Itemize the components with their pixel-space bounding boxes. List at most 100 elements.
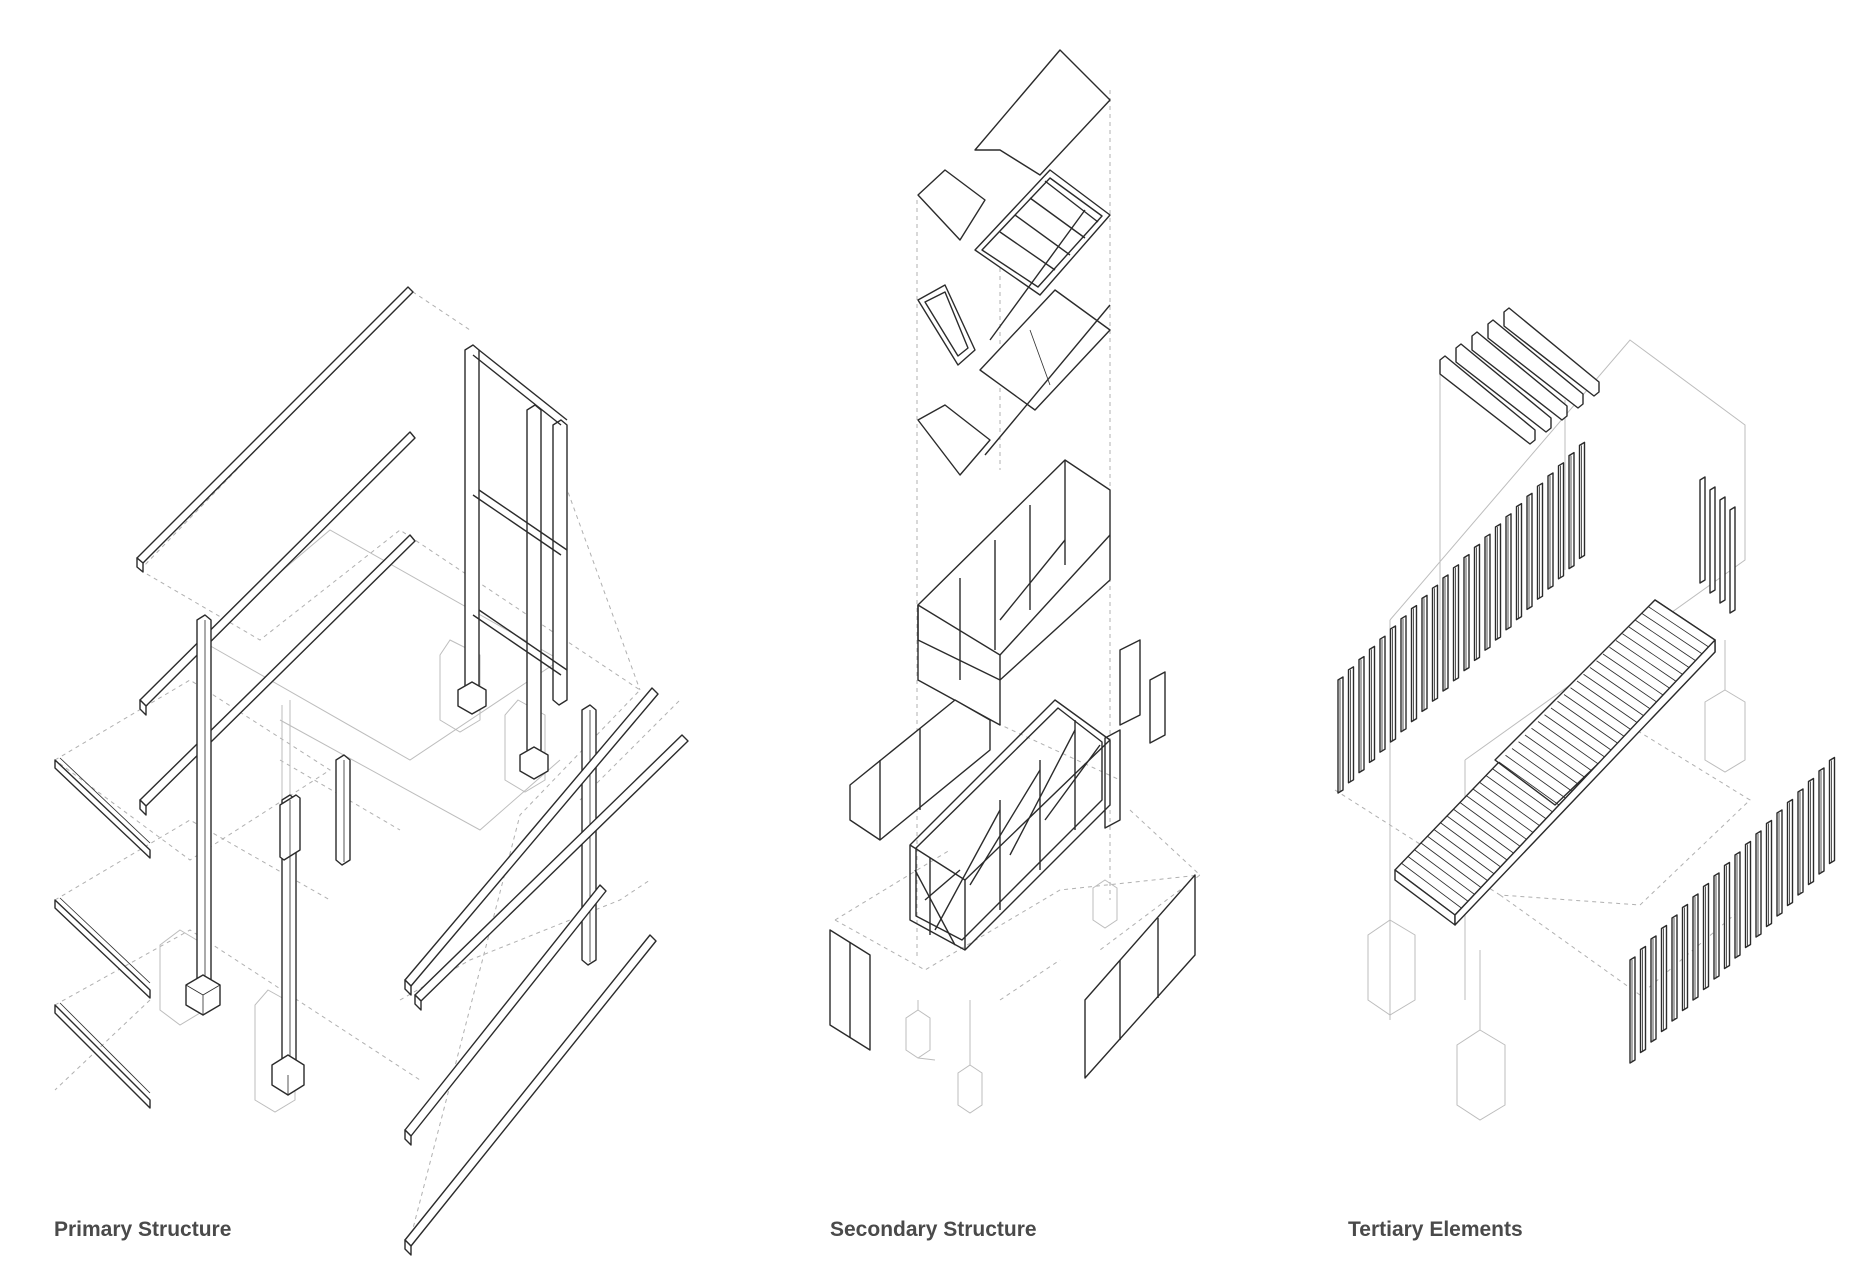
decking-board (1420, 842, 1482, 888)
louver-fin (1765, 819, 1773, 928)
louver-fin (1473, 543, 1481, 662)
upper-slat-group (1439, 307, 1600, 445)
louver-fin (1723, 861, 1731, 970)
decking-board (1505, 754, 1566, 799)
louver-fin (1650, 935, 1657, 1043)
decking-board (1615, 640, 1677, 682)
louver-fin (1452, 564, 1460, 682)
louver-fin (1755, 830, 1762, 938)
louver-fin (1702, 882, 1710, 991)
decking-board (1602, 653, 1664, 696)
decking-board (1492, 768, 1553, 813)
decking-board (1570, 687, 1631, 730)
upper-beam (136, 286, 414, 573)
decking-board (1596, 660, 1657, 703)
decking-board (1466, 795, 1527, 840)
upper-slat (1487, 319, 1584, 409)
lower-beam (139, 534, 416, 816)
louver-fin (1818, 767, 1825, 875)
tertiary-elements-caption: Tertiary Elements (1348, 1218, 1523, 1241)
louver-fin (1776, 809, 1783, 917)
decking-board (1635, 619, 1696, 661)
roof-frame (917, 169, 1111, 366)
decking-board (1557, 700, 1618, 744)
tertiary-elements-drawing (1334, 307, 1836, 1121)
decking-board (1485, 775, 1547, 820)
left-column (185, 614, 221, 1016)
decking-board (1589, 667, 1651, 710)
decking-board (1576, 680, 1638, 723)
louver-fin (1660, 924, 1668, 1033)
louver-fin (1505, 513, 1512, 631)
louver-fin (1692, 893, 1699, 1001)
louver-fin (1699, 476, 1706, 584)
decking-board (1609, 646, 1670, 689)
decking-board (1648, 606, 1709, 648)
louver-fin (1557, 462, 1565, 580)
decking-board (1459, 802, 1521, 847)
roof-plate-top (974, 49, 1111, 176)
decking-platform (1394, 599, 1716, 926)
secondary-ground-outline (905, 879, 1118, 1114)
louver-fin (1786, 798, 1794, 907)
short-beam-3 (54, 1002, 151, 1109)
louver-fin (1719, 496, 1726, 604)
roof-plate-left (917, 169, 986, 241)
decking-board (1524, 734, 1586, 778)
short-post (335, 754, 351, 866)
louver-fin (1729, 506, 1736, 614)
decking-board (1433, 829, 1495, 875)
center-column (271, 794, 305, 1096)
louver-fin (1671, 914, 1678, 1022)
decking-board (1446, 815, 1508, 861)
right-long-beam-3 (404, 884, 607, 1146)
louver-fin (1526, 492, 1533, 611)
decking-board (1511, 748, 1573, 792)
decking-board (1414, 849, 1475, 895)
louver-fin (1629, 956, 1636, 1064)
secondary-structure-drawing (829, 49, 1201, 1114)
braced-frame (909, 699, 1121, 951)
louver-fin (1494, 523, 1502, 641)
decking-board (1531, 727, 1592, 771)
decking-board (1583, 673, 1644, 716)
tall-frame (457, 344, 568, 780)
louver-fin (1681, 903, 1689, 1012)
louver-fin (1389, 625, 1397, 743)
upper-slat (1503, 307, 1600, 397)
bottom-left-wall-panel (829, 929, 871, 1051)
louver-fin (1797, 788, 1804, 896)
decking-board (1479, 781, 1540, 826)
louver-fin (1347, 666, 1355, 784)
decking-board (1563, 694, 1625, 737)
decking-board (1550, 707, 1612, 751)
small-louver-group (1699, 476, 1736, 614)
decking-board (1401, 862, 1462, 909)
roof-plate-lower (917, 304, 1111, 476)
upper-slat (1471, 331, 1568, 421)
right-louver-group (1629, 756, 1836, 1064)
louver-fin (1463, 553, 1470, 672)
louver-fin (1410, 604, 1418, 723)
louver-fin (1547, 472, 1554, 590)
right-long-beam-4 (404, 934, 657, 1256)
louver-fin (1734, 851, 1741, 959)
louver-fin (1515, 502, 1523, 621)
decking-board (1498, 761, 1560, 806)
decking-board (1427, 835, 1488, 881)
decking-boards (1401, 606, 1709, 909)
louver-fin (1536, 482, 1544, 600)
upper-slat (1439, 355, 1536, 445)
left-wall-panel (849, 699, 991, 841)
louver-fin (1744, 840, 1752, 949)
roof-plate-mid (979, 289, 1111, 411)
louver-fin (1578, 441, 1586, 560)
decking-board (1453, 808, 1514, 854)
louver-fin (1421, 594, 1428, 713)
short-beam-2 (54, 897, 151, 999)
louver-fin (1337, 676, 1344, 794)
louver-fin (1639, 945, 1647, 1054)
louver-fin (1807, 777, 1815, 886)
louver-fin (1368, 645, 1376, 764)
